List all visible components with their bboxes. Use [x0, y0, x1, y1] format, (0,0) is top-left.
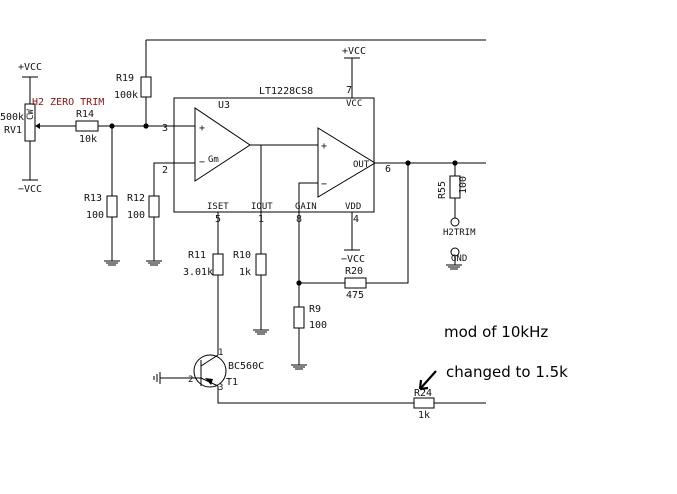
r12-ref: R12	[127, 193, 145, 204]
ic-pin2: 2	[162, 165, 168, 176]
h2trim-label: H2TRIM	[443, 228, 476, 238]
ic-pin-out: OUT	[353, 160, 370, 170]
buffer-plus-sign: +	[321, 141, 327, 152]
pot-body	[24, 103, 36, 142]
junctions	[109, 123, 458, 286]
t1-pin3: 3	[218, 383, 223, 393]
t1-part: BC560C	[228, 361, 264, 372]
ground-symbols	[104, 260, 462, 384]
ota-plus-sign: +	[199, 123, 205, 134]
r12-body	[148, 195, 160, 218]
annotation-changed-note: changed to 1.5k	[446, 363, 568, 381]
r19-body	[140, 76, 152, 98]
r24-ref: R24	[414, 388, 432, 399]
ic-pin7: 7	[346, 85, 352, 96]
r14-body	[75, 120, 99, 132]
r20-value: 475	[346, 290, 364, 301]
r55-body	[449, 175, 461, 199]
buffer-triangle	[317, 127, 376, 198]
r9-value: 100	[309, 320, 327, 331]
ic-pin-vcc: VCC	[346, 99, 362, 109]
r24-body	[413, 397, 435, 409]
ic-pin6: 6	[385, 164, 391, 175]
r55-value: 100	[458, 176, 469, 194]
annotation-mod-note: mod of 10kHz	[444, 323, 548, 341]
r13-body	[106, 195, 118, 218]
ic-body	[173, 97, 375, 213]
pot-ref: RV1	[4, 125, 22, 136]
ic-pin5: 5	[215, 214, 221, 225]
gnd-label: GND	[451, 254, 467, 264]
r14-value: 10k	[79, 134, 97, 145]
r55-ref: R55	[437, 181, 448, 199]
emitter-arrow	[205, 378, 213, 385]
r10-body	[255, 253, 267, 276]
r20-body	[344, 277, 367, 289]
ic-pin1: 1	[258, 214, 264, 225]
vcc-bottom-amp-label: −VCC	[341, 254, 365, 265]
ota-minus-sign: −	[199, 157, 205, 168]
ic-pin8: 8	[296, 214, 302, 225]
ic-pin-iout: IOUT	[251, 202, 273, 212]
wires	[29, 39, 486, 404]
r11-body	[212, 253, 224, 276]
r19-value: 100k	[114, 90, 138, 101]
potentiometer	[24, 103, 44, 142]
rail-bars	[22, 57, 360, 251]
r9-ref: R9	[309, 304, 321, 315]
pot-value: 500k	[0, 112, 24, 123]
ic-part: LT1228CS8	[259, 86, 313, 97]
r10-value: 1k	[239, 267, 251, 278]
buffer-minus-sign: −	[321, 179, 327, 190]
r20-ref: R20	[345, 266, 363, 277]
test-points	[450, 217, 460, 265]
r12-value: 100	[127, 210, 145, 221]
h2trim-testpoint	[450, 217, 460, 227]
r13-value: 100	[86, 210, 104, 221]
check-arrow	[418, 370, 437, 391]
r10-ref: R10	[233, 250, 251, 261]
t1-pin1: 1	[218, 348, 223, 358]
r14-ref: R14	[76, 109, 94, 120]
pot-title: H2 ZERO TRIM	[32, 97, 104, 108]
pot-cw-mark: CW	[26, 109, 36, 120]
ic-ref: U3	[218, 100, 230, 111]
ota-triangle	[194, 107, 251, 182]
t1-ref: T1	[226, 377, 238, 388]
r19-ref: R19	[116, 73, 134, 84]
transistor-t1	[193, 354, 227, 388]
r9-body	[293, 306, 305, 329]
r11-value: 3.01k	[183, 267, 213, 278]
r13-ref: R13	[84, 193, 102, 204]
r24-value: 1k	[418, 410, 430, 421]
t1-pin2: 2	[188, 375, 193, 385]
ic-pin-vdd: VDD	[345, 202, 361, 212]
ota-gm-label: Gm	[208, 155, 219, 165]
resistor-bodies	[75, 76, 461, 409]
ic-pin-iset: ISET	[207, 202, 229, 212]
vcc-top-amp-label: +VCC	[342, 46, 366, 57]
ic-pin-gain: GAIN	[295, 202, 317, 212]
ic-pin4: 4	[353, 214, 359, 225]
vcc-bottom-left-label: −VCC	[18, 184, 42, 195]
ic-pin3: 3	[162, 123, 168, 134]
vcc-top-left-label: +VCC	[18, 62, 42, 73]
r11-ref: R11	[188, 250, 206, 261]
pot-wiper-arrow	[35, 123, 40, 129]
